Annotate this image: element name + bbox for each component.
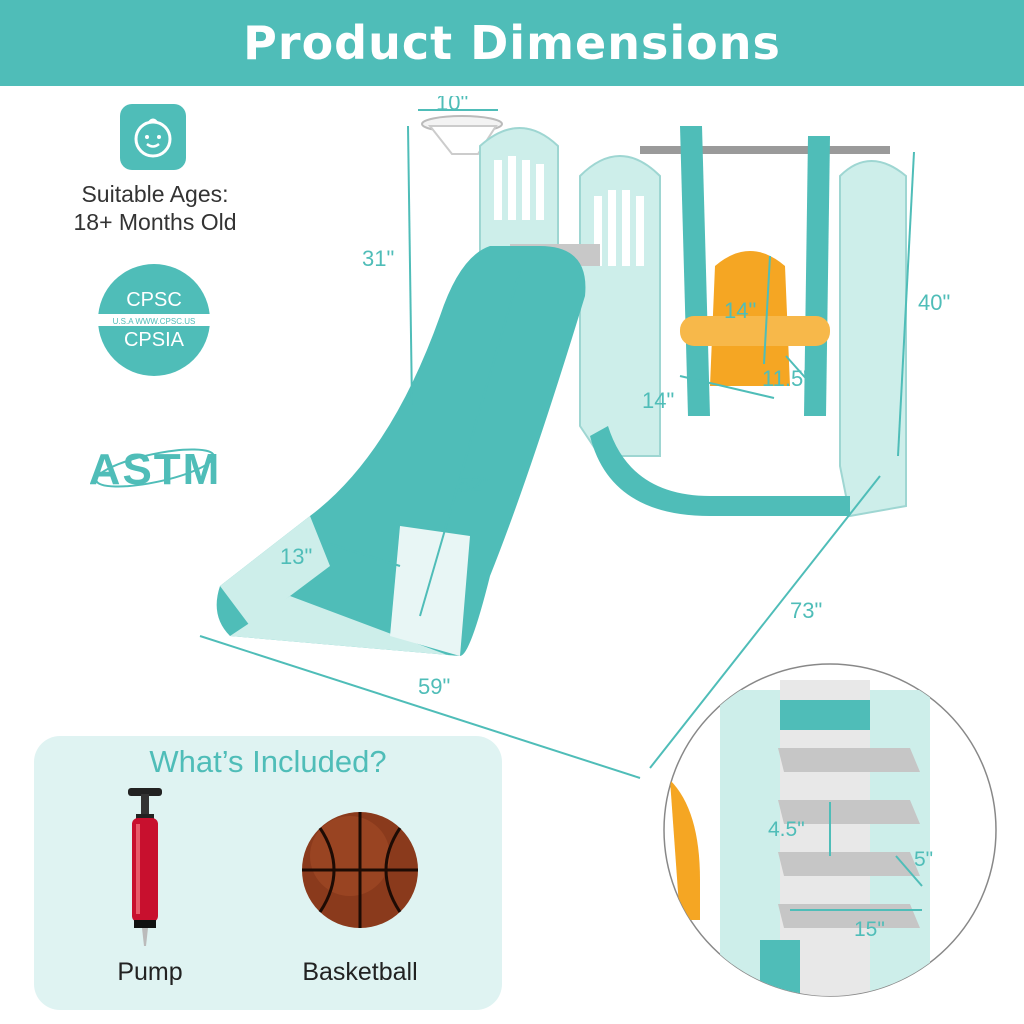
dim-slide-width: 13" (280, 544, 312, 569)
astm-text: ASTM (90, 445, 220, 494)
cpsc-top-text: CPSC (126, 289, 182, 311)
cpsia-text: CPSIA (124, 329, 185, 351)
dim-hoop-height: 31" (362, 246, 394, 271)
stairs-detail: 4.5" 5" 15" (663, 663, 997, 997)
dim-seat-width: 14" (642, 388, 674, 413)
right-tower (839, 160, 907, 518)
swing-base (590, 426, 850, 516)
cpsc-badge: CPSC U.S.A WWW.CPSC.US CPSIA (98, 264, 210, 376)
dim-seat-depth: 11.5" (762, 366, 811, 391)
basketball-icon (302, 812, 418, 928)
dim-total-width: 59" (418, 674, 450, 699)
baby-icon (120, 104, 186, 170)
included-panel (34, 736, 502, 1010)
dim-total-height: 40" (918, 290, 950, 315)
cpsc-band-text: U.S.A WWW.CPSC.US (113, 317, 196, 326)
ages-line-2: 18+ Months Old (73, 209, 237, 235)
suitable-ages: Suitable Ages: 18+ Months Old (40, 180, 270, 236)
dim-slide-length: 52" (458, 472, 490, 497)
dim-seat-height: 14" (724, 298, 756, 323)
swing-left-post (680, 126, 710, 416)
ages-line-1: Suitable Ages: (81, 181, 229, 207)
product-illustration: 10" 31" 40" 14" 11.5" 14" 52" 13" 59" 73… (199, 96, 950, 779)
dim-total-length: 73" (790, 598, 822, 623)
astm-logo: ASTM (90, 445, 220, 494)
basketball-label: Basketball (302, 958, 418, 986)
page-title: Product Dimensions (243, 16, 781, 70)
header-banner: Product Dimensions (0, 0, 1024, 86)
dim-step-depth: 5" (914, 848, 933, 871)
pump-label: Pump (117, 958, 183, 986)
pump-icon (128, 788, 162, 946)
swing-bar (640, 146, 890, 154)
dim-step-width: 15" (854, 918, 885, 941)
dim-step-height: 4.5" (768, 818, 805, 841)
dim-hoop-width: 10" (436, 96, 468, 115)
included-title: What’s Included? (149, 744, 387, 779)
